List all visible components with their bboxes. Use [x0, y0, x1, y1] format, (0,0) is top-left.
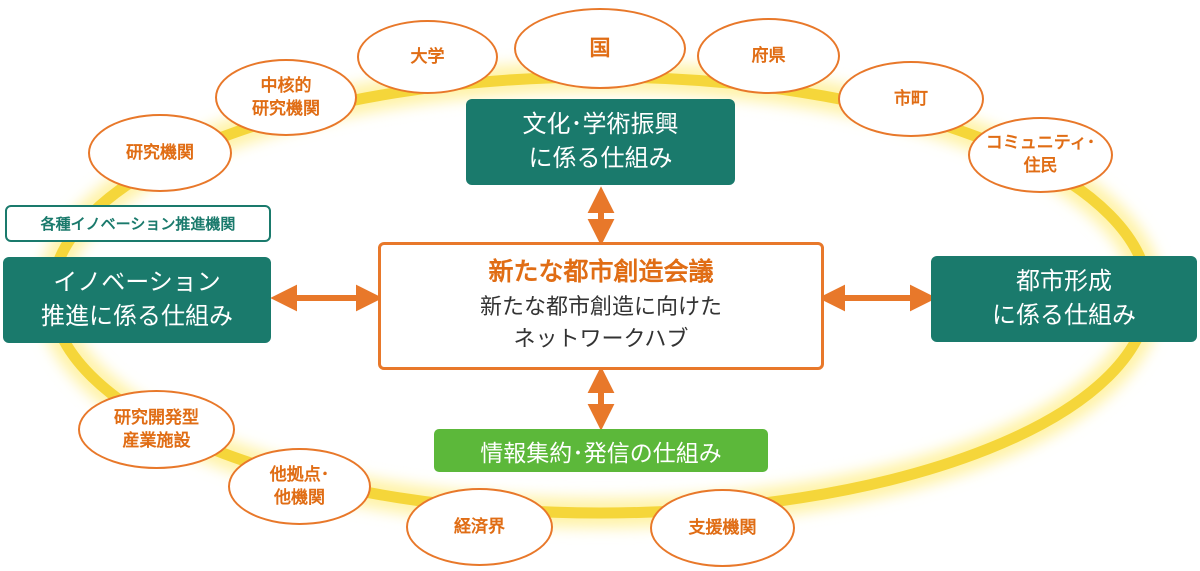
center-subtitle: 新たな都市創造に向けた ネットワークハブ	[479, 295, 722, 353]
actor-research: 研究機関	[88, 114, 232, 192]
center-hub: 新たな都市創造会議 新たな都市創造に向けた ネットワークハブ	[378, 242, 824, 370]
actor-core-research: 中核的 研究機関	[215, 59, 357, 136]
framework-information: 情報集約･発信の仕組み	[434, 429, 768, 472]
framework-innovation: イノベーション 推進に係る仕組み	[3, 257, 271, 343]
actor-city-town: 市町	[838, 61, 984, 137]
innovation-agencies-tag: 各種イノベーション推進機関	[5, 205, 271, 242]
actor-community: コミュニティ･ 住民	[968, 117, 1113, 193]
actor-support: 支援機関	[650, 489, 795, 567]
actor-prefecture: 府県	[697, 18, 840, 94]
actor-other-bases: 他拠点･ 他機関	[228, 448, 371, 525]
framework-culture: 文化･学術振興 に係る仕組み	[466, 99, 735, 185]
actor-business: 経済界	[406, 488, 553, 566]
framework-urban: 都市形成 に係る仕組み	[931, 256, 1197, 342]
actor-national: 国	[514, 8, 686, 89]
actor-rd-industry: 研究開発型 産業施設	[78, 390, 235, 469]
actor-university: 大学	[357, 20, 498, 94]
center-title: 新たな都市創造会議	[488, 256, 714, 286]
